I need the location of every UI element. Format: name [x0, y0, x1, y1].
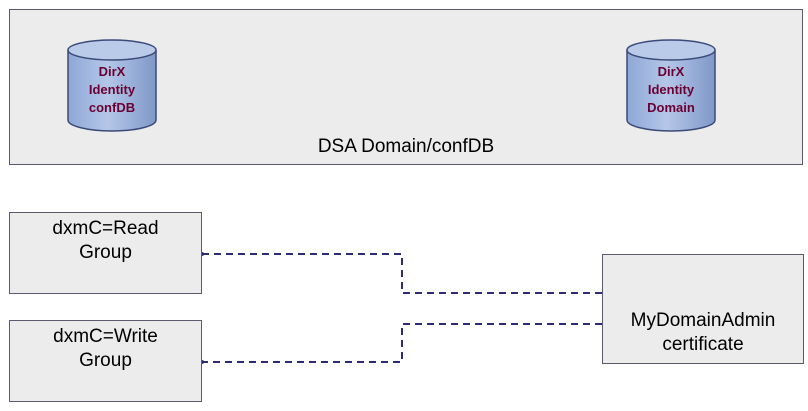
write-group-box: dxmC=Write Group: [9, 320, 202, 402]
read-group-line2: Group: [79, 242, 132, 263]
confdb-label-line2: Identity: [88, 82, 136, 97]
confdb-database-icon: DirX Identity confDB: [66, 38, 158, 134]
domain-label: DirX Identity Domain: [625, 63, 717, 117]
certificate-line2: certificate: [662, 334, 744, 355]
write-group-line1: dxmC=Write: [53, 326, 158, 347]
arrow-cert-to-read-group: [204, 254, 602, 294]
arrow-cert-to-write-group: [204, 323, 602, 362]
certificate-label: MyDomainAdmin certificate: [631, 309, 776, 357]
domain-label-line3: Domain: [647, 100, 695, 115]
certificate-line1: MyDomainAdmin: [630, 310, 776, 331]
domain-label-line2: Identity: [647, 82, 695, 97]
read-group-box: dxmC=Read Group: [9, 212, 202, 294]
write-group-line2: Group: [79, 350, 132, 371]
domain-label-line1: DirX: [657, 64, 685, 79]
dsa-domain-label: DSA Domain/confDB: [317, 136, 495, 157]
read-group-label: dxmC=Read Group: [52, 217, 158, 265]
certificate-box: MyDomainAdmin certificate: [602, 254, 804, 364]
write-group-label: dxmC=Write Group: [53, 325, 158, 373]
confdb-label-line3: confDB: [88, 100, 136, 115]
read-group-line1: dxmC=Read: [52, 218, 159, 239]
confdb-label-line1: DirX: [98, 64, 126, 79]
confdb-label: DirX Identity confDB: [66, 63, 158, 117]
domain-database-icon: DirX Identity Domain: [625, 38, 717, 134]
